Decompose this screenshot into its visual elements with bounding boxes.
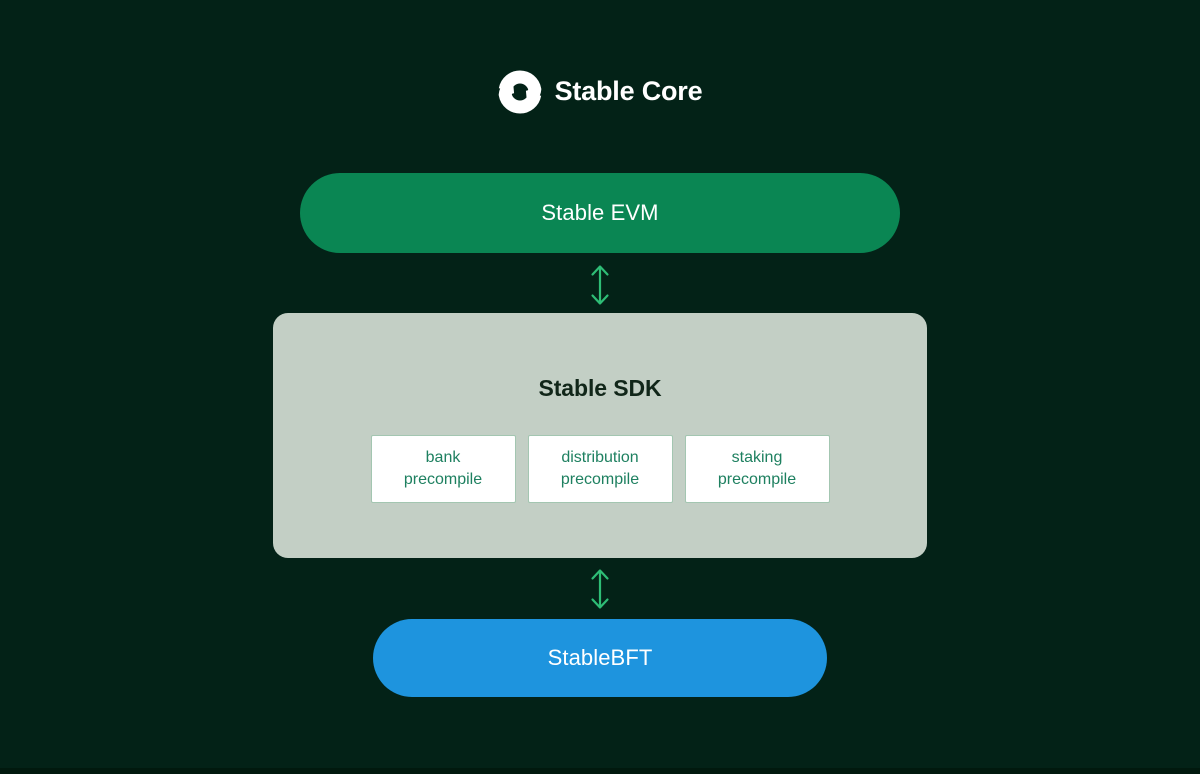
stable-evm-label: Stable EVM xyxy=(541,200,659,225)
stable-evm-node: Stable EVM xyxy=(300,173,900,253)
bottom-edge-strip xyxy=(0,768,1200,774)
brand-title: Stable Core xyxy=(554,75,703,106)
stablebft-label: StableBFT xyxy=(547,645,653,670)
stable-sdk-title: Stable SDK xyxy=(538,375,662,401)
precompile-row: bank precompile distribution precompile … xyxy=(273,435,927,503)
staking-precompile-node: staking precompile xyxy=(684,435,830,503)
double-arrow-icon xyxy=(591,569,609,609)
stable-s-logo-icon xyxy=(498,70,541,114)
bank-precompile-label: bank precompile xyxy=(403,448,483,488)
brand-header: Stable Core xyxy=(0,70,1200,114)
distribution-precompile-label: distribution precompile xyxy=(560,448,640,488)
distribution-precompile-node: distribution precompile xyxy=(527,435,673,503)
stable-sdk-node: Stable SDK bank precompile distribution … xyxy=(273,313,927,558)
bank-precompile-node: bank precompile xyxy=(370,435,516,503)
stablebft-node: StableBFT xyxy=(373,619,827,697)
double-arrow-icon xyxy=(591,265,609,305)
staking-precompile-label: staking precompile xyxy=(717,448,797,488)
